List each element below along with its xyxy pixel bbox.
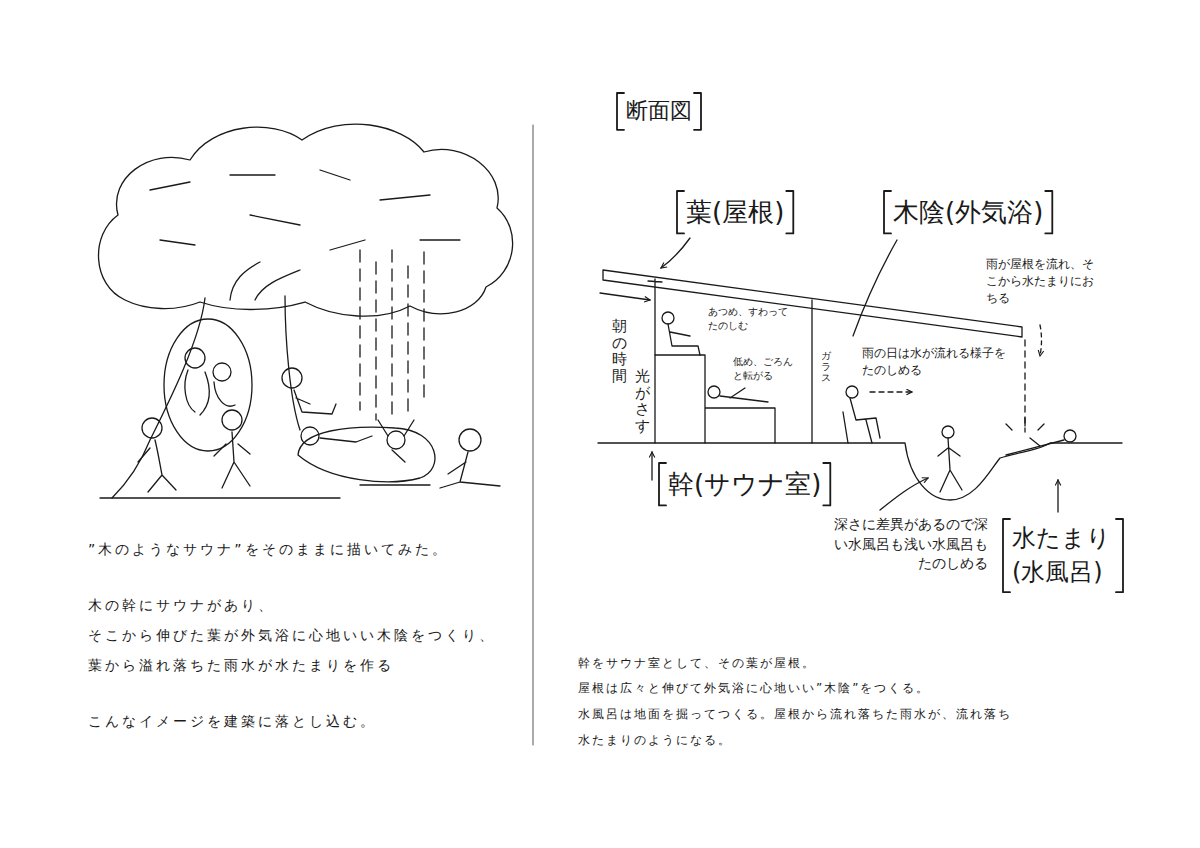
vertical-note: 朝の時間 (612, 318, 627, 384)
bracket (677, 191, 684, 233)
tree-drawing (360, 250, 424, 420)
note-text: 屋根は広々と伸びて外気浴に心地いい”木陰”をつくる。 (578, 680, 930, 697)
tree-drawing (294, 390, 336, 414)
bracket (659, 463, 666, 505)
section-drawing (942, 426, 954, 438)
tree-drawing (164, 319, 252, 451)
light-arrow (600, 293, 650, 300)
note-text: そこから伸びた葉が外気浴に心地いい木陰をつくり、 (88, 626, 496, 646)
tree-drawing (150, 170, 460, 250)
vertical-note: 光がさす (635, 368, 650, 434)
splash (1006, 418, 1044, 430)
tree-drawing (185, 370, 235, 415)
bracket (823, 463, 830, 505)
note-text: 木の幹にサウナがあり、 (88, 596, 275, 616)
bracket (617, 93, 624, 130)
sauna-wall (648, 279, 662, 443)
note-text: 葉から溢れ落ちた雨水が水たまりを作る (88, 656, 394, 676)
person (720, 388, 768, 402)
person (1006, 438, 1064, 455)
tree-drawing (222, 410, 242, 430)
note-text: ”木のようなサウナ”をそのままに描いてみた。 (88, 540, 449, 560)
tree-drawing (285, 296, 300, 430)
tree-drawing (298, 427, 435, 481)
bracket (1003, 519, 1010, 592)
tree-drawing (459, 429, 481, 451)
note-text: 水風呂は地面を掘ってつくる。屋根から流れ落ちた雨水が、流れ落ち (578, 706, 1012, 723)
part-label: 水たまり(水風呂) (1012, 522, 1114, 589)
note-text: 水たまりのようになる。 (578, 732, 732, 749)
section-drawing (662, 312, 674, 324)
illustration (99, 93, 1123, 745)
part-label: 葉(屋根) (686, 194, 784, 230)
chair-person (843, 398, 880, 443)
tree-drawing (387, 431, 405, 449)
bracket (884, 191, 891, 233)
tree-drawing (230, 262, 300, 300)
annotation: あつめ、すわってたのしむ (708, 305, 792, 333)
leader-line (853, 240, 897, 336)
tree-drawing (213, 363, 231, 381)
tree-drawing (282, 368, 302, 388)
leader-line (1057, 480, 1058, 512)
part-label: 幹(サウナ室) (668, 466, 821, 502)
bracket (694, 93, 701, 130)
annotation: 雨の日は水が流れる様子をたのしめる (862, 345, 1012, 379)
tree-drawing (99, 124, 513, 316)
tree-drawing (142, 418, 162, 438)
vertical-note: ガラス (821, 350, 831, 383)
person (938, 438, 962, 492)
leader-line (661, 238, 690, 268)
tree-drawing (99, 124, 513, 498)
leader-line (651, 452, 652, 480)
section-title: 断面図 (626, 96, 692, 127)
section-drawing (598, 238, 1122, 512)
section-drawing (708, 386, 720, 398)
annotation: 深さに差異があるので深い水風呂も浅い水風呂もたのしめる (832, 515, 988, 574)
bracket (786, 191, 793, 233)
tree-drawing (440, 452, 500, 488)
leader-line (1040, 325, 1042, 356)
note-text: こんなイメージを建築に落とし込む。 (88, 712, 377, 732)
tree-drawing (112, 298, 205, 498)
annotation: 雨が屋根を流れ、そこから水たまりにおちる (986, 256, 1098, 306)
tree-drawing (100, 485, 430, 498)
bracket (1045, 191, 1052, 233)
tree-drawing (214, 432, 250, 488)
tree-drawing (320, 436, 372, 442)
part-label: 木陰(外気浴) (893, 194, 1043, 230)
note-text: 幹をサウナ室として、その葉が屋根。 (578, 655, 816, 672)
tree-drawing (378, 420, 414, 462)
bench (655, 355, 775, 443)
bracket (1116, 519, 1123, 592)
section-drawing (1064, 430, 1076, 442)
view-arrow (870, 391, 912, 392)
person (668, 324, 700, 355)
tree-drawing (185, 348, 205, 368)
brackets (617, 93, 1123, 592)
divider-line (533, 125, 534, 745)
tree-drawing (138, 440, 176, 492)
glass-line (811, 300, 812, 443)
section-drawing (846, 386, 858, 398)
leader-line (880, 478, 928, 510)
annotation: 低め、ごろんと転がる (733, 355, 795, 383)
